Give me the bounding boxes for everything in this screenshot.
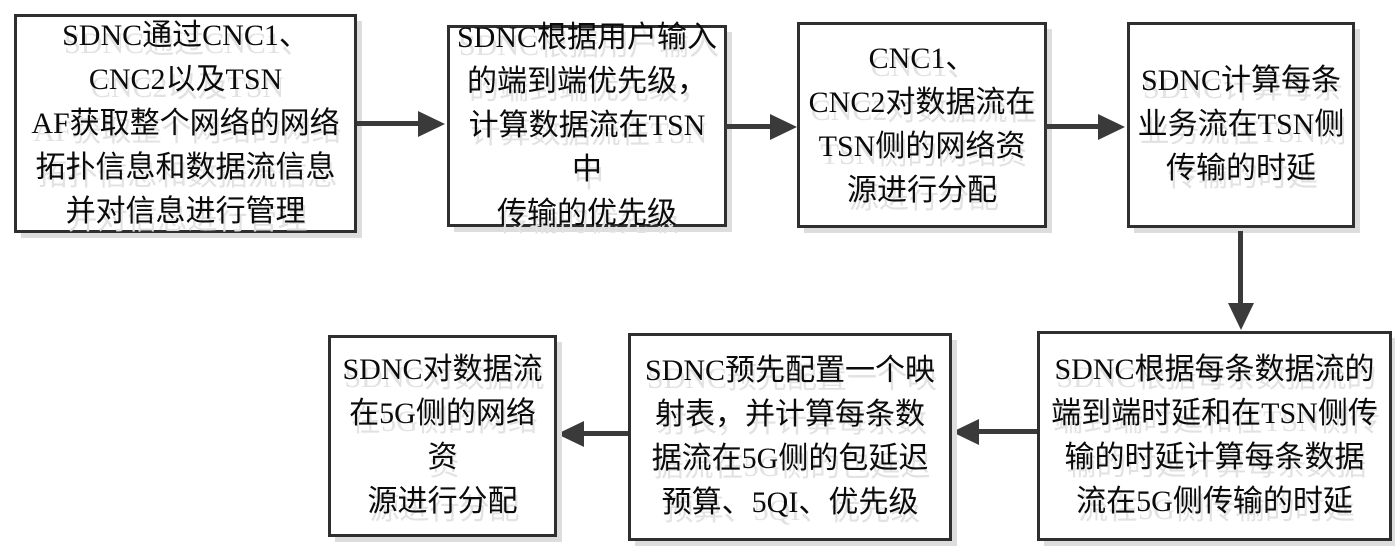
flow-step-1: SDNC通过CNC1、 CNC2以及TSN AF获取整个网络的网络 拓扑信息和数… [14, 14, 357, 233]
flow-step-4-text: SDNC计算每条 业务流在TSN侧 传输的时延 [1137, 64, 1345, 185]
flow-step-3-text: CNC1、 CNC2对数据流在 TSN侧的网络资 源进行分配 [808, 42, 1036, 207]
flow-step-2-text: SDNC根据用户输入 的端到端优先级， 计算数据流在TSN中 传输的优先级 [456, 21, 718, 230]
arrow-step6-to-step7-icon [584, 431, 628, 436]
arrow-step2-to-step3-icon [725, 124, 770, 129]
flow-step-4: SDNC计算每条 业务流在TSN侧 传输的时延 [1127, 22, 1355, 228]
flow-step-7: SDNC对数据流 在5G侧的网络资 源进行分配 [328, 335, 557, 537]
flow-step-5: SDNC根据每条数据流的 端到端时延和在TSN侧传 输的时延计算每条数据 流在5… [1037, 331, 1392, 541]
arrow-step4-to-step5-icon [1238, 231, 1243, 303]
flow-step-1-text: SDNC通过CNC1、 CNC2以及TSN AF获取整个网络的网络 拓扑信息和数… [31, 18, 340, 228]
flow-step-7-text: SDNC对数据流 在5G侧的网络资 源进行分配 [342, 353, 543, 518]
flow-step-2: SDNC根据用户输入 的端到端优先级， 计算数据流在TSN中 传输的优先级 [447, 21, 727, 230]
flow-step-5-text: SDNC根据每条数据流的 端到端时延和在TSN侧传 输的时延计算每条数据 流在5… [1051, 353, 1378, 518]
flow-step-6: SDNC预先配置一个映 射表，并计算每条数 据流在5G侧的包延迟 预算、5QI、… [628, 333, 952, 541]
arrow-step1-to-step2-icon [357, 121, 418, 126]
arrow-step5-to-step6-icon [979, 429, 1037, 434]
flow-step-6-text: SDNC预先配置一个映 射表，并计算每条数 据流在5G侧的包延迟 预算、5QI、… [644, 354, 936, 519]
arrow-step3-to-step4-icon [1045, 124, 1098, 129]
flow-step-3: CNC1、 CNC2对数据流在 TSN侧的网络资 源进行分配 [797, 22, 1047, 228]
